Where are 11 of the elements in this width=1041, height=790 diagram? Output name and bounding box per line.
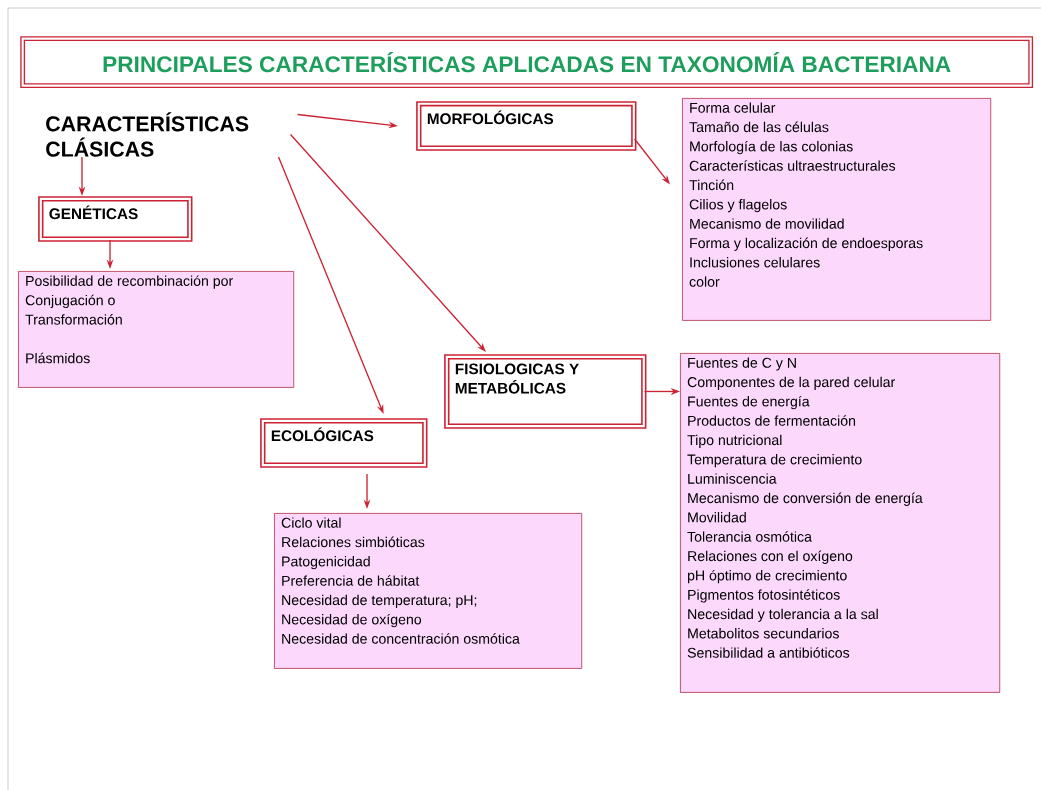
category-box: FISIOLOGICAS Y METABÓLICAS: [444, 354, 647, 429]
list-box: Forma celular Tamaño de las células Morfología de las colonias Características ultraestructurales Tinción Cilios y flagelos Mecanismo de movilidad Forma y localización de endoesporas Inclusiones celulares color: [682, 98, 992, 321]
category-box: ECOLÓGICAS: [260, 418, 428, 468]
list-box: Ciclo vital Relaciones simbióticas Patogenicidad Preferencia de hábitat Necesidad de temperatura; pH; Necesidad de oxígeno Necesidad de concentración osmótica: [274, 513, 583, 669]
list-box: Fuentes de C y N Componentes de la pared celular Fuentes de energía Productos de fermentación Tipo nutricional Temperatura de crecimiento Luminiscencia Mecanismo de conversión de energía Movilidad Tolerancia osmótica Relaciones con el oxígeno pH óptimo de crecimiento Pigmentos fotosintéticos Necesidad y tolerancia a la sal Metabolitos secundarios Sensibilidad a antibióticos: [680, 353, 1001, 693]
arrow: [289, 133, 486, 352]
root-label: CARACTERÍSTICAS CLÁSICAS: [46, 112, 249, 157]
category-box: GENÉTICAS: [38, 196, 193, 242]
list-box: Posibilidad de recombinación por Conjugación o Transformación Plásmidos: [18, 271, 295, 388]
category-box: MORFOLÓGICAS: [416, 101, 637, 151]
title-box: PRINCIPALES CARACTERÍSTICAS APLICADAS EN TAXONOMÍA BACTERIANA: [20, 36, 1034, 89]
